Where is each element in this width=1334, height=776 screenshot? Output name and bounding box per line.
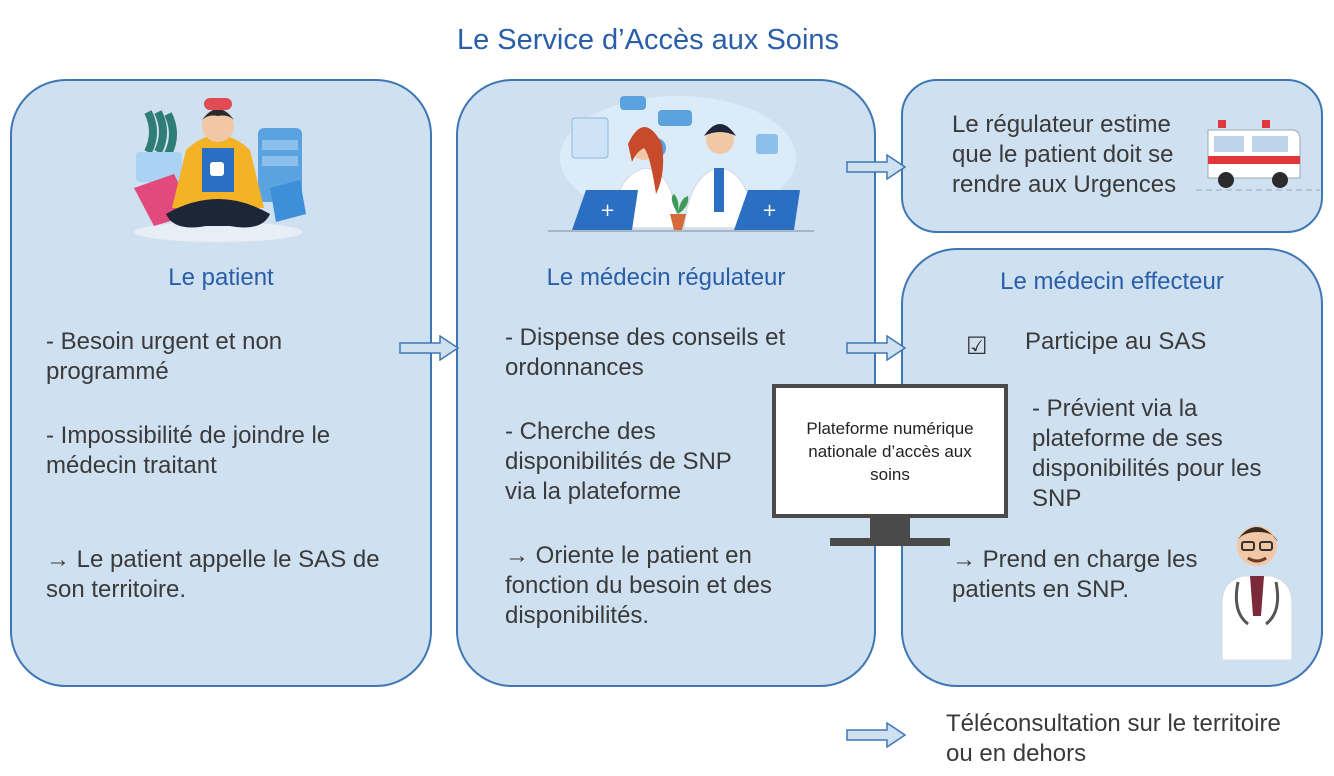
urgences-text: Le régulateur estime que le patient doit… — [952, 111, 1177, 198]
svg-text:+: + — [600, 200, 615, 221]
arrow-patient-to-regulateur-icon — [399, 335, 459, 361]
platform-monitor: Plateforme numérique nationale d’accès a… — [772, 384, 1008, 554]
patient-need-text: - Besoin urgent et non programmé — [46, 328, 283, 385]
page-title: Le Service d’Accès aux Soins — [456, 24, 840, 56]
arrow-to-urgences-icon — [846, 154, 906, 180]
regulator-doctors-illustration: + + — [548, 96, 814, 232]
patient-calls-sas-text: → Le patient appelle le SAS de son terri… — [46, 546, 380, 603]
ambulance-icon — [1196, 120, 1320, 191]
previent-text: - Prévient via la plateforme de ses disp… — [1032, 395, 1262, 512]
regulateur-search-text: - Cherche des disponibilités de SNP via … — [505, 418, 732, 505]
arrow-to-effecteur-icon — [846, 335, 906, 361]
prend-en-charge-text: → Prend en charge les patients en SNP. — [952, 546, 1198, 603]
participe-checkbox-icon: ☑ — [966, 333, 988, 360]
svg-text:+: + — [762, 200, 777, 221]
regulateur-heading: Le médecin régulateur — [546, 264, 786, 291]
effecteur-heading: Le médecin effecteur — [1000, 268, 1224, 295]
platform-screen-label: Plateforme numérique nationale d’accès a… — [772, 384, 1008, 518]
regulateur-advice-text: - Dispense des conseils et ordonnances — [505, 324, 786, 381]
monitor-base — [830, 538, 950, 546]
monitor-neck — [870, 518, 910, 540]
teleconsultation-text: Téléconsultation sur le territoire ou en… — [946, 710, 1281, 767]
regulateur-orient-text: → Oriente le patient en fonction du beso… — [505, 542, 772, 629]
patient-impossibility-text: - Impossibilité de joindre le médecin tr… — [46, 422, 331, 479]
doctor-icon — [1221, 526, 1293, 660]
participe-text: Participe au SAS — [1025, 328, 1207, 355]
arrow-to-teleconsultation-icon — [846, 722, 906, 748]
sick-patient-illustration — [134, 98, 306, 242]
patient-heading: Le patient — [168, 264, 274, 291]
